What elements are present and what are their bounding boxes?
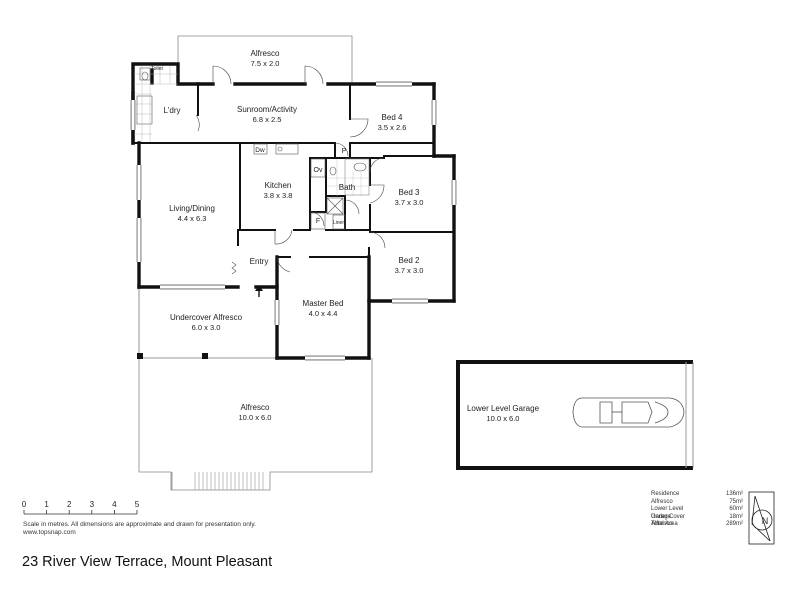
area-label: Total Area xyxy=(651,521,678,528)
undercover-label: Undercover Alfresco xyxy=(170,313,243,322)
laundry-tiles xyxy=(134,66,178,142)
area-row: Total Area 289m² xyxy=(651,521,743,529)
stair-zigzag-icon xyxy=(231,261,237,275)
room-labels: Alfresco 7.5 x 2.0 L'dry Toilet Sunroom/… xyxy=(151,49,539,423)
scale-tick-1: 1 xyxy=(44,500,49,509)
area-table: Residence 136m² Alfresco 75m² Lower Leve… xyxy=(651,491,743,529)
windows xyxy=(130,81,457,361)
area-label: Alfresco xyxy=(651,498,673,505)
area-label: Under Cover Alfresco xyxy=(651,513,686,528)
bath-toilet-icon xyxy=(329,166,337,176)
interior-walls xyxy=(132,83,455,302)
area-row: Alfresco 75m² xyxy=(651,499,743,507)
fixture-labels: Dw P Ov F Linen xyxy=(255,147,346,226)
alfresco-main-label: Alfresco xyxy=(241,403,270,412)
fridge-box xyxy=(310,212,326,230)
living-dims: 4.4 x 6.3 xyxy=(178,214,207,223)
scale-tick-0: 0 xyxy=(22,500,27,509)
alfresco-deck-outline xyxy=(138,358,373,491)
living-label: Living/Dining xyxy=(169,204,215,213)
scale-tick-4: 4 xyxy=(112,500,117,509)
kitchen-sink-icon xyxy=(275,143,299,155)
master-label: Master Bed xyxy=(303,299,344,308)
area-label: Residence xyxy=(651,491,680,497)
property-address: 23 River View Terrace, Mount Pleasant xyxy=(22,554,273,570)
area-value: 60m² xyxy=(729,506,743,513)
area-row: Lower Level Garage 60m² xyxy=(651,506,743,520)
oven-box xyxy=(310,158,326,178)
bed2-dims: 3.7 x 3.0 xyxy=(395,266,424,275)
garage-dims: 10.0 x 6.0 xyxy=(487,414,520,423)
bed2-label: Bed 2 xyxy=(399,256,420,265)
sunroom-label: Sunroom/Activity xyxy=(237,105,297,114)
area-row: Residence 136m² xyxy=(651,491,743,499)
fixtures xyxy=(136,67,370,275)
kitchen-label: Kitchen xyxy=(265,181,292,190)
kitchen-dims: 3.8 x 3.8 xyxy=(264,191,293,200)
entry-arrow-icon xyxy=(255,285,263,297)
undercover-dims: 6.0 x 3.0 xyxy=(192,323,221,332)
door-swings xyxy=(195,65,386,273)
toilet-label: Toilet xyxy=(151,66,163,72)
alfresco-top-label: Alfresco xyxy=(251,49,280,58)
garage-label: Lower Level Garage xyxy=(467,404,540,413)
pantry-label: P xyxy=(342,148,347,155)
alfresco-posts xyxy=(137,353,208,359)
linen-box xyxy=(332,214,346,230)
area-value: 18m² xyxy=(729,513,743,520)
area-value: 136m² xyxy=(725,491,743,497)
scale-bar: 0 1 2 3 4 5 xyxy=(22,500,140,515)
oven-label: Ov xyxy=(314,167,323,174)
fridge-label: F xyxy=(316,218,320,225)
compass-letter: N xyxy=(762,516,769,526)
laundry-label: L'dry xyxy=(163,106,180,115)
alfresco-top-outline xyxy=(177,35,353,82)
bath-tiles xyxy=(344,158,370,196)
bath-tiles-grid xyxy=(327,159,369,196)
scale-tick-5: 5 xyxy=(135,500,140,509)
sunroom-dims: 6.8 x 2.5 xyxy=(253,115,282,124)
garage-walls xyxy=(456,360,694,470)
scale-note: Scale in metres. All dimensions are appr… xyxy=(23,521,256,528)
master-dims: 4.0 x 4.4 xyxy=(309,309,338,318)
alfresco-main-dims: 10.0 x 6.0 xyxy=(239,413,272,422)
scale-tick-3: 3 xyxy=(90,500,95,509)
bed4-dims: 3.5 x 2.6 xyxy=(378,123,407,132)
car-icon xyxy=(572,397,685,428)
north-compass-icon: N xyxy=(748,491,775,545)
bath-basin-icon xyxy=(353,162,367,172)
site-url: www.topsnap.com xyxy=(23,529,76,536)
deck-stairs xyxy=(194,472,264,490)
scale-tick-2: 2 xyxy=(67,500,72,509)
area-label: Lower Level Garage xyxy=(651,506,684,520)
shower-icon xyxy=(326,197,344,215)
bed3-dims: 3.7 x 3.0 xyxy=(395,198,424,207)
alfresco-top-dims: 7.5 x 2.0 xyxy=(251,59,280,68)
dishwasher-box xyxy=(253,143,268,155)
dishwasher-label: Dw xyxy=(255,147,265,154)
area-row: Under Cover Alfresco 18m² xyxy=(651,513,743,528)
area-value: 289m² xyxy=(725,521,743,528)
bed4-label: Bed 4 xyxy=(382,113,403,122)
area-value: 75m² xyxy=(729,498,743,505)
laundry-tub xyxy=(136,95,153,125)
bed3-label: Bed 3 xyxy=(399,188,420,197)
entry-label: Entry xyxy=(250,257,269,266)
bath-label: Bath xyxy=(339,183,355,192)
toilet-bowl-icon xyxy=(141,71,149,81)
linen-label: Linen xyxy=(333,220,345,226)
